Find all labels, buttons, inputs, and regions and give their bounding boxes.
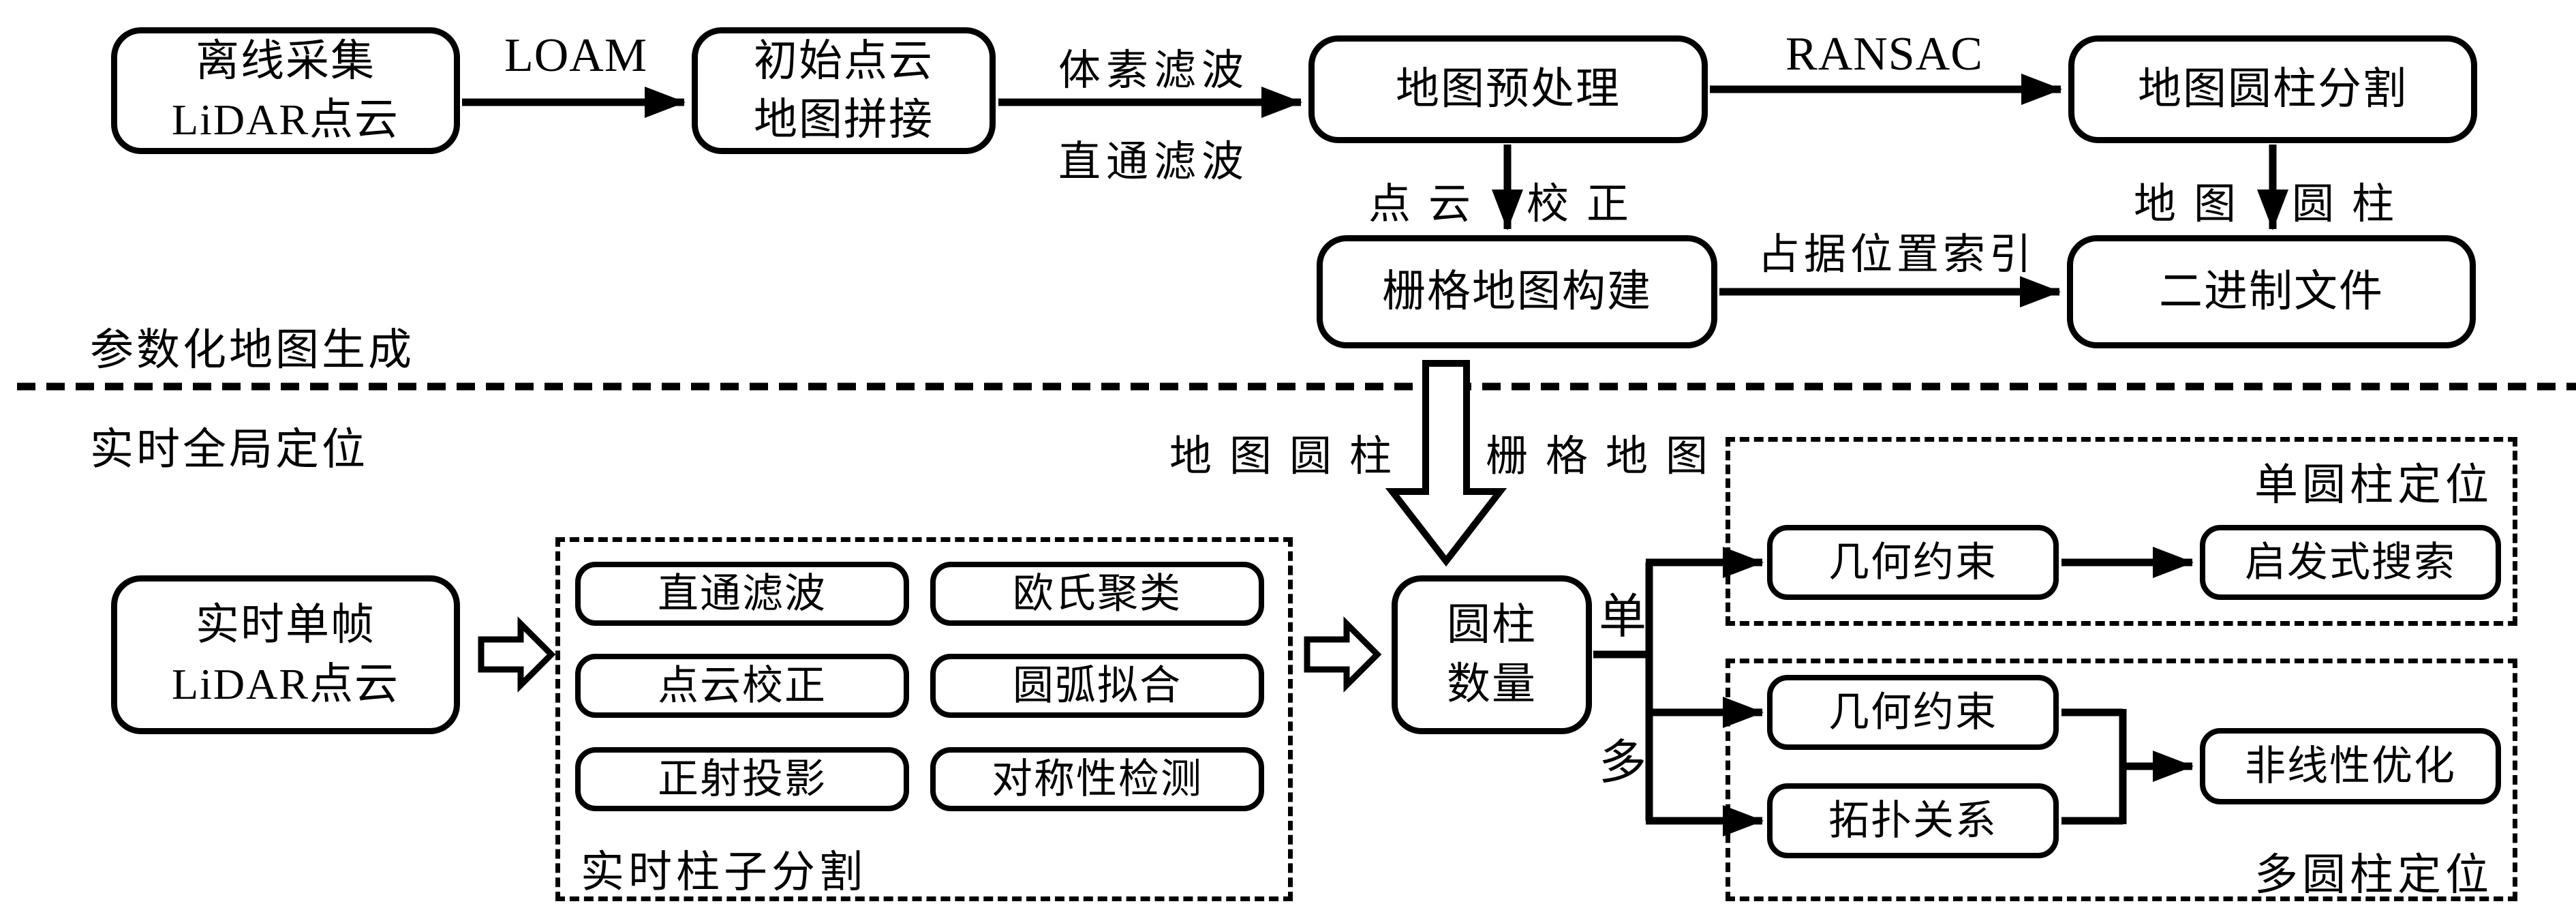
group-realtime-pillar-seg	[555, 537, 1293, 901]
node-offline-collect-line1: 离线采集	[196, 36, 375, 85]
node-euclidean-cluster-text: 欧氏聚类	[1013, 571, 1182, 616]
node-binary-file: 二进制文件	[2067, 235, 2476, 348]
edge-label-passthrough-filter: 直通滤波	[1058, 139, 1249, 185]
seg-to-count-arrow	[1304, 616, 1382, 693]
edge-label-ransac: RANSAC	[1785, 28, 1983, 80]
node-nonlinear-optimization: 非线性优化	[2200, 728, 2501, 804]
node-arc-fitting-text: 圆弧拟合	[1013, 663, 1182, 708]
branch-label-multi: 多	[1599, 737, 1646, 789]
node-single-geometry-constraint: 几何约束	[1767, 525, 2059, 600]
node-euclidean-cluster: 欧氏聚类	[930, 562, 1264, 626]
branch-label-single: 单	[1599, 591, 1646, 644]
section-label-online: 实时全局定位	[90, 425, 368, 474]
node-realtime-frame-line2: LiDAR点云	[172, 659, 399, 708]
node-realtime-frame: 实时单帧 LiDAR点云	[111, 575, 460, 734]
transfer-label-map-cylinder: 地图圆柱	[1169, 434, 1409, 480]
edge-label-map-cylinder-right: 圆柱	[2292, 181, 2412, 228]
node-topology-relation: 拓扑关系	[1767, 783, 2059, 858]
node-pointcloud-correction-text: 点云校正	[658, 663, 827, 708]
node-grid-map-text: 栅格地图构建	[1382, 267, 1652, 316]
edge-label-map-cylinder-left: 地图	[2133, 181, 2254, 228]
group-label-realtime-pillar-seg: 实时柱子分割	[581, 848, 867, 896]
node-map-cylinder-seg-text: 地图圆柱分割	[2138, 64, 2408, 113]
node-initial-map-line2: 地图拼接	[754, 95, 934, 144]
map-transfer-arrow	[1385, 360, 1507, 567]
group-single-cylinder-loc	[1726, 437, 2517, 626]
node-arc-fitting: 圆弧拟合	[930, 654, 1264, 718]
group-multi-cylinder-loc	[1726, 659, 2517, 901]
node-heuristic-search-text: 启发式搜索	[2245, 539, 2456, 585]
transfer-label-grid-map: 栅格地图	[1486, 434, 1726, 480]
frame-to-seg-arrow	[478, 616, 556, 693]
node-symmetry-detection: 对称性检测	[930, 747, 1264, 811]
node-passthrough-filter: 直通滤波	[575, 562, 909, 626]
node-map-preprocess: 地图预处理	[1308, 35, 1708, 143]
node-map-cylinder-seg: 地图圆柱分割	[2068, 35, 2477, 143]
node-pointcloud-correction: 点云校正	[575, 654, 909, 718]
node-passthrough-filter-text: 直通滤波	[658, 571, 827, 616]
edge-label-voxel-filter: 体素滤波	[1058, 48, 1249, 94]
node-ortho-projection: 正射投影	[575, 747, 909, 811]
node-multi-geometry-constraint-text: 几何约束	[1828, 689, 1997, 735]
edge-label-pc-correction-right: 校正	[1527, 181, 1647, 228]
node-realtime-frame-line1: 实时单帧	[196, 601, 375, 650]
node-ortho-projection-text: 正射投影	[658, 756, 827, 802]
edge-label-occupancy-index: 占据位置索引	[1757, 232, 2036, 278]
node-nonlinear-optimization-text: 非线性优化	[2245, 743, 2456, 789]
edge-label-loam: LOAM	[504, 29, 648, 82]
node-initial-map: 初始点云 地图拼接	[692, 27, 996, 154]
node-multi-geometry-constraint: 几何约束	[1767, 675, 2059, 750]
node-cylinder-count-line1: 圆柱	[1447, 601, 1537, 650]
node-map-preprocess-text: 地图预处理	[1396, 64, 1621, 113]
group-label-single-cylinder-loc: 单圆柱定位	[2254, 461, 2493, 509]
edge-label-pc-correction-left: 点云	[1368, 181, 1488, 228]
node-cylinder-count: 圆柱 数量	[1392, 575, 1592, 734]
node-symmetry-detection-text: 对称性检测	[992, 756, 1203, 802]
node-binary-file-text: 二进制文件	[2159, 267, 2384, 316]
node-offline-collect: 离线采集 LiDAR点云	[111, 27, 460, 154]
node-single-geometry-constraint-text: 几何约束	[1828, 539, 1997, 585]
node-grid-map: 栅格地图构建	[1317, 235, 1717, 348]
group-label-multi-cylinder-loc: 多圆柱定位	[2254, 851, 2493, 899]
node-offline-collect-line2: LiDAR点云	[172, 95, 399, 144]
node-cylinder-count-line2: 数量	[1447, 659, 1537, 708]
node-initial-map-line1: 初始点云	[754, 36, 934, 85]
node-topology-relation-text: 拓扑关系	[1828, 798, 1997, 843]
section-label-offline: 参数化地图生成	[90, 326, 414, 374]
node-heuristic-search: 启发式搜索	[2200, 525, 2501, 600]
